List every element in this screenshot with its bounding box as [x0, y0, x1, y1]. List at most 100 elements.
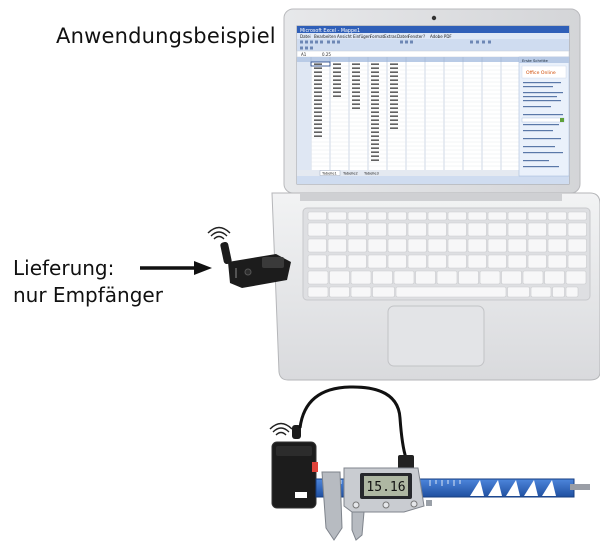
keyboard-key[interactable] — [565, 286, 579, 298]
keyboard-key[interactable] — [547, 211, 567, 221]
keyboard-key[interactable] — [487, 254, 507, 269]
excel-menu-2[interactable]: Bearbeiten — [314, 34, 336, 39]
keyboard-key[interactable] — [458, 270, 479, 285]
keyboard-key[interactable] — [507, 222, 527, 237]
excel-menu-6[interactable]: Extras — [384, 34, 397, 39]
keyboard-key[interactable] — [567, 238, 587, 253]
keyboard-key[interactable] — [407, 211, 427, 221]
keyboard-key[interactable] — [552, 286, 565, 298]
keyboard-key[interactable] — [507, 254, 527, 269]
keyboard-key[interactable] — [407, 222, 427, 237]
keyboard-key[interactable] — [307, 238, 327, 253]
keyboard-key[interactable] — [327, 238, 347, 253]
caliper-button-on[interactable] — [352, 501, 360, 509]
excel-menu-7[interactable]: Daten — [397, 34, 410, 39]
keyboard-key[interactable] — [527, 238, 547, 253]
keyboard[interactable] — [307, 211, 587, 298]
keyboard-key[interactable] — [547, 222, 567, 237]
keyboard-key[interactable] — [547, 238, 567, 253]
excel-menu-4[interactable]: Einfügen — [353, 34, 371, 39]
keyboard-key[interactable] — [479, 270, 501, 285]
keyboard-key[interactable] — [347, 222, 367, 237]
keyboard-key[interactable] — [347, 254, 367, 269]
keyboard-key[interactable] — [447, 211, 467, 221]
excel-menu-8[interactable]: Fenster — [408, 34, 423, 39]
keyboard-key[interactable] — [327, 222, 347, 237]
keyboard-key[interactable] — [387, 222, 407, 237]
keyboard-key[interactable] — [387, 238, 407, 253]
keyboard-key[interactable] — [565, 270, 587, 285]
sheet-tab-2[interactable]: Tabelle2 — [342, 172, 358, 176]
keyboard-key[interactable] — [487, 238, 507, 253]
keyboard-key[interactable] — [387, 211, 407, 221]
excel-menu-1[interactable]: Datei — [300, 34, 311, 39]
excel-menu-10[interactable]: Adobe PDF — [430, 34, 452, 39]
excel-cell-reference[interactable]: A1 — [301, 52, 307, 57]
keyboard-key[interactable] — [407, 238, 427, 253]
excel-menu-5[interactable]: Format — [370, 34, 385, 39]
keyboard-key[interactable] — [467, 211, 487, 221]
sheet-tab-1[interactable]: Tabelle1 — [321, 172, 337, 176]
brand-label — [295, 492, 307, 498]
keyboard-key[interactable] — [507, 211, 527, 221]
keyboard-key[interactable] — [436, 270, 458, 285]
keyboard-key[interactable] — [447, 222, 467, 237]
keyboard-key[interactable] — [347, 211, 367, 221]
keyboard-key[interactable] — [427, 254, 447, 269]
keyboard-key[interactable] — [407, 254, 427, 269]
excel-selected-cell[interactable] — [310, 61, 331, 67]
keyboard-key[interactable] — [307, 254, 327, 269]
excel-menu-3[interactable]: Ansicht — [337, 34, 352, 39]
keyboard-key[interactable] — [530, 286, 552, 298]
keyboard-key[interactable] — [547, 254, 567, 269]
keyboard-key[interactable] — [467, 254, 487, 269]
trackpad[interactable] — [387, 305, 485, 367]
keyboard-key[interactable] — [522, 270, 544, 285]
keyboard-key[interactable] — [544, 270, 565, 285]
keyboard-key[interactable] — [327, 254, 347, 269]
sheet-tab-3[interactable]: Tabelle3 — [363, 172, 379, 176]
keyboard-key[interactable] — [567, 222, 587, 237]
keyboard-key[interactable] — [327, 211, 347, 221]
keyboard-key[interactable] — [367, 238, 387, 253]
keyboard-key[interactable] — [467, 222, 487, 237]
keyboard-key[interactable] — [507, 286, 530, 298]
caliper-button-zero[interactable] — [382, 501, 390, 509]
excel-formula[interactable]: 0.25 — [322, 52, 331, 57]
keyboard-key[interactable] — [487, 222, 507, 237]
keyboard-key[interactable] — [501, 270, 522, 285]
keyboard-key[interactable] — [487, 211, 507, 221]
keyboard-key[interactable] — [567, 254, 587, 269]
keyboard-key[interactable] — [367, 222, 387, 237]
keyboard-key[interactable] — [447, 238, 467, 253]
keyboard-key[interactable] — [347, 238, 367, 253]
keyboard-key[interactable] — [329, 286, 350, 298]
keyboard-key[interactable] — [307, 286, 329, 298]
keyboard-key[interactable] — [527, 254, 547, 269]
keyboard-key[interactable] — [427, 211, 447, 221]
keyboard-key[interactable] — [567, 211, 587, 221]
space-bar[interactable] — [395, 286, 507, 298]
keyboard-key[interactable] — [467, 238, 487, 253]
keyboard-key[interactable] — [372, 286, 395, 298]
keyboard-key[interactable] — [307, 211, 327, 221]
keyboard-key[interactable] — [427, 238, 447, 253]
keyboard-key[interactable] — [372, 270, 393, 285]
keyboard-key[interactable] — [387, 254, 407, 269]
keyboard-key[interactable] — [350, 286, 372, 298]
keyboard-key[interactable] — [527, 222, 547, 237]
keyboard-key[interactable] — [367, 211, 387, 221]
keyboard-key[interactable] — [367, 254, 387, 269]
keyboard-key[interactable] — [307, 270, 329, 285]
keyboard-key[interactable] — [350, 270, 372, 285]
keyboard-key[interactable] — [329, 270, 350, 285]
keyboard-key[interactable] — [507, 238, 527, 253]
keyboard-key[interactable] — [427, 222, 447, 237]
excel-menu-9[interactable]: ? — [423, 34, 425, 39]
keyboard-key[interactable] — [527, 211, 547, 221]
caliper-button-unit[interactable] — [410, 500, 418, 508]
keyboard-key[interactable] — [393, 270, 415, 285]
keyboard-key[interactable] — [415, 270, 436, 285]
keyboard-key[interactable] — [307, 222, 327, 237]
keyboard-key[interactable] — [447, 254, 467, 269]
